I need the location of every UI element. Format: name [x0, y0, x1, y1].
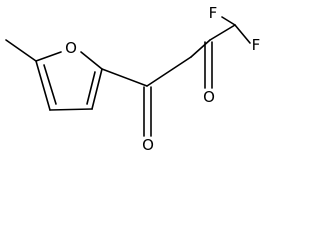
atom-label-ring-oxygen: O	[65, 39, 77, 57]
bond-c2-c3	[91, 68, 103, 110]
structure-diagram: O F F O O	[5, 4, 261, 154]
bond-c2-c3-inner	[86, 71, 96, 105]
bond-c4-c5-inner	[43, 64, 57, 105]
atom-label-fluorine-top: F	[209, 4, 218, 22]
bond-chf2-f-top	[221, 16, 236, 26]
bond-o1-c2	[80, 51, 103, 70]
atom-label-ketone-oxygen-right: O	[203, 88, 215, 106]
atom-label-ketone-oxygen-bottom: O	[142, 136, 154, 154]
bond-ketone-chf2	[209, 24, 236, 41]
bond-c5-o1	[35, 51, 62, 62]
bond-c3-c4	[49, 108, 93, 111]
bond-ch2-ketone	[190, 39, 211, 58]
bond-c4-c5	[35, 60, 51, 111]
bond-carbonyl-ch2	[146, 56, 192, 87]
bond-chf2-f-right	[234, 24, 251, 44]
bond-c2-carbonyl	[101, 68, 148, 87]
atom-label-fluorine-right: F	[252, 36, 261, 54]
bond-methyl	[5, 39, 37, 62]
